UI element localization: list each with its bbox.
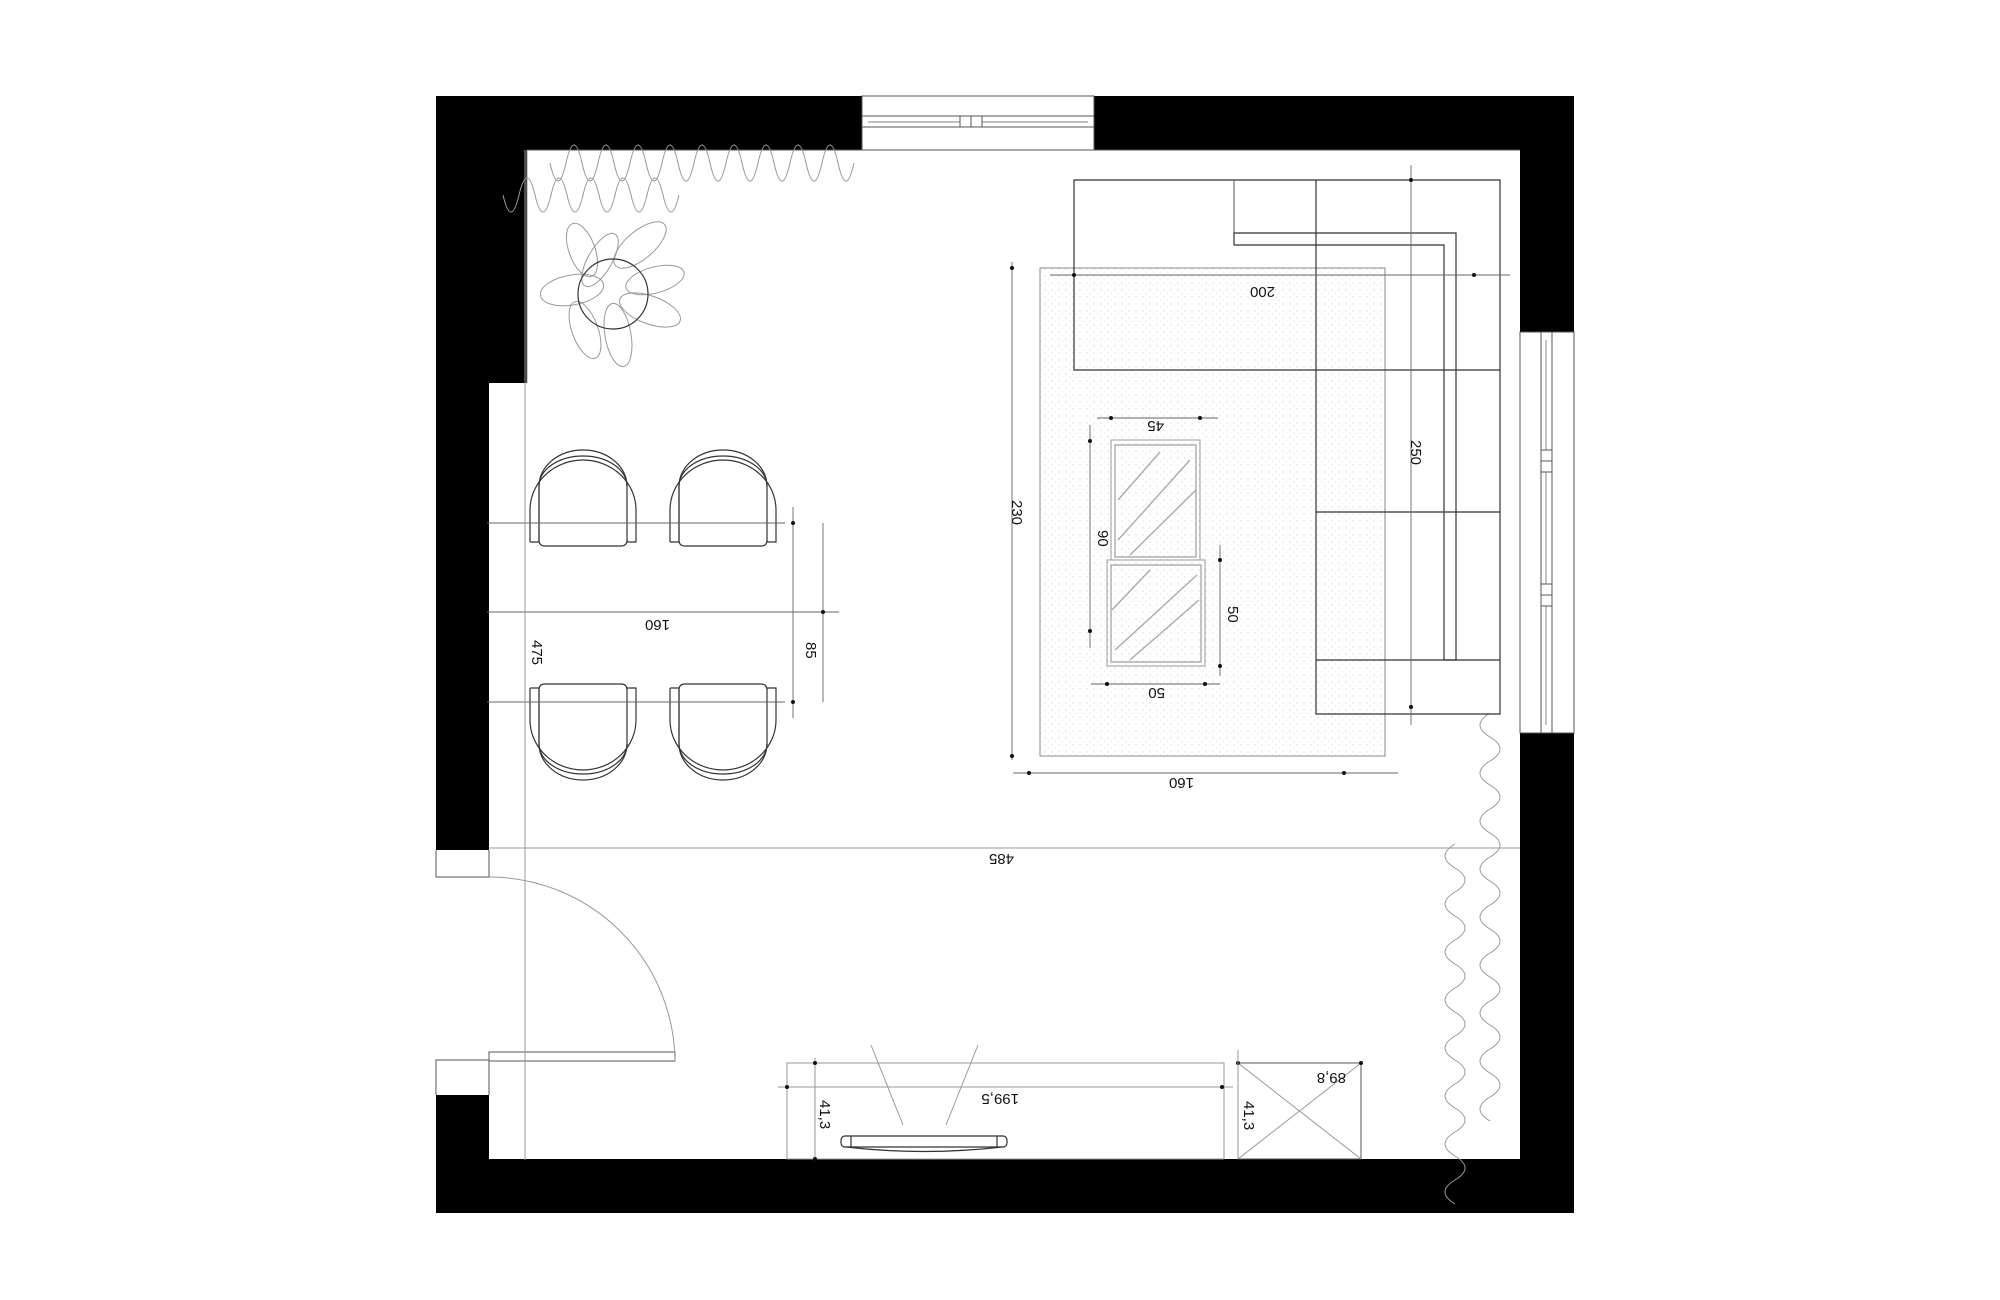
dim-dining-table-length: 160 [645, 616, 670, 633]
dining-chair [669, 683, 777, 781]
dim-dining-table-width: 85 [802, 642, 819, 659]
coffee-table-bottom [1106, 559, 1206, 667]
dim-room-width: 485 [989, 850, 1014, 867]
dim-cabinet-depth: 41,3 [1240, 1101, 1257, 1130]
wall-top-left [436, 96, 862, 850]
dim-rug-width: 160 [1169, 774, 1194, 791]
dining-chairs [529, 449, 777, 781]
curtain-right-2 [1444, 843, 1466, 1205]
walls [436, 96, 1574, 1213]
curtain-top-1 [549, 144, 855, 182]
dim-coffee-length: 90 [1094, 530, 1111, 547]
dim-tv-unit-depth: 41,3 [816, 1100, 833, 1129]
dining-chair [529, 449, 637, 547]
dim-coffee-bottom-depth: 50 [1224, 606, 1241, 623]
dim-coffee-top-width: 45 [1147, 417, 1164, 434]
dining-table: 160 85 [487, 507, 839, 718]
l-shaped-sofa: 200 250 [1050, 165, 1510, 725]
dining-chair [529, 683, 637, 781]
window-top [861, 95, 1095, 151]
tv [840, 1044, 1008, 1153]
tv-unit: 199,5 41,3 [778, 1044, 1233, 1161]
curtain-top-2 [502, 177, 680, 213]
wall-bottom-right [436, 733, 1574, 1213]
dim-room-depth: 475 [528, 640, 545, 665]
dim-rug-depth: 230 [1008, 500, 1025, 525]
dim-coffee-bottom-width: 50 [1148, 684, 1165, 701]
dim-sofa-length: 250 [1407, 440, 1424, 465]
dining-chair [669, 449, 777, 547]
wall-top-right [1094, 96, 1574, 332]
storage-cabinet: 89,8 41,3 [1236, 1050, 1363, 1160]
curtains [502, 144, 1501, 1205]
dim-cabinet-width: 89,8 [1317, 1069, 1346, 1086]
entry-door [435, 850, 676, 1095]
dim-sofa-width: 200 [1250, 283, 1275, 300]
dim-tv-unit-width: 199,5 [981, 1090, 1019, 1107]
potted-plant [539, 221, 685, 368]
curtain-right-1 [1479, 712, 1501, 1122]
coffee-tables: 45 90 50 50 [1088, 416, 1241, 701]
window-right [1519, 331, 1575, 734]
